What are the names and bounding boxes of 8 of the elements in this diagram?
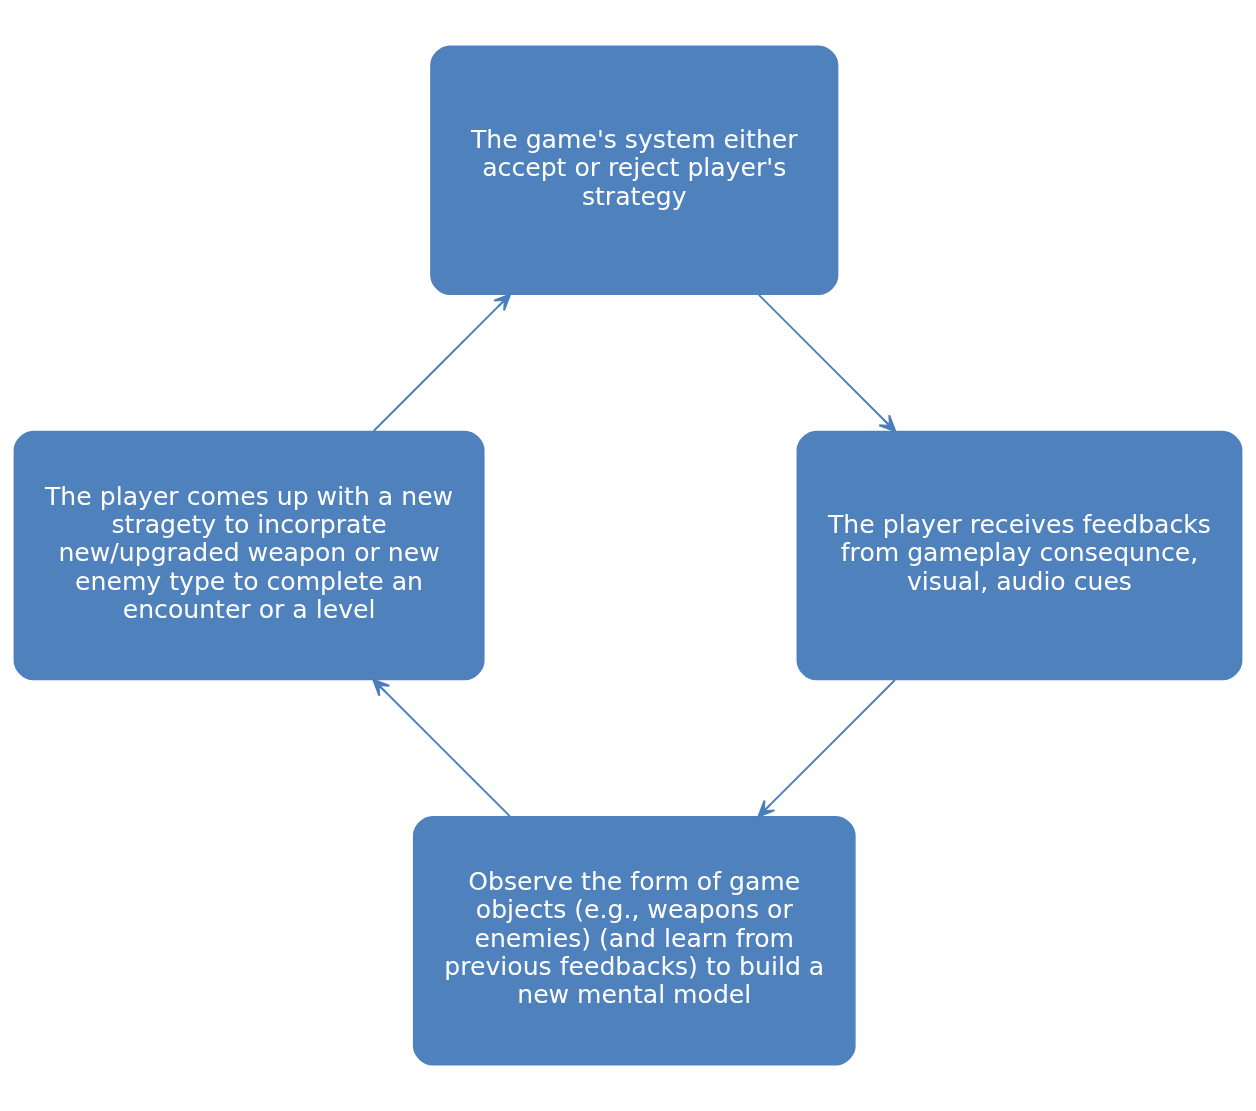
node-box: The player comes up with a new stragety to incorprate new/upgraded weapon or new enemy type to complete an encounter or a level [13, 430, 485, 681]
arrow [757, 293, 897, 433]
node-box: Observe the form of game objects (e.g., weapons or enemies) (and learn from previous feedbacks) to build a new mental model [412, 815, 856, 1066]
node-box: The player receives feedbacks from gameplay consequnce, visual, audio cues [796, 430, 1243, 681]
node-box: The game's system either accept or reject player's strategy [430, 45, 839, 296]
arrow [757, 679, 896, 818]
arrow [372, 293, 512, 432]
arrow [372, 678, 511, 818]
